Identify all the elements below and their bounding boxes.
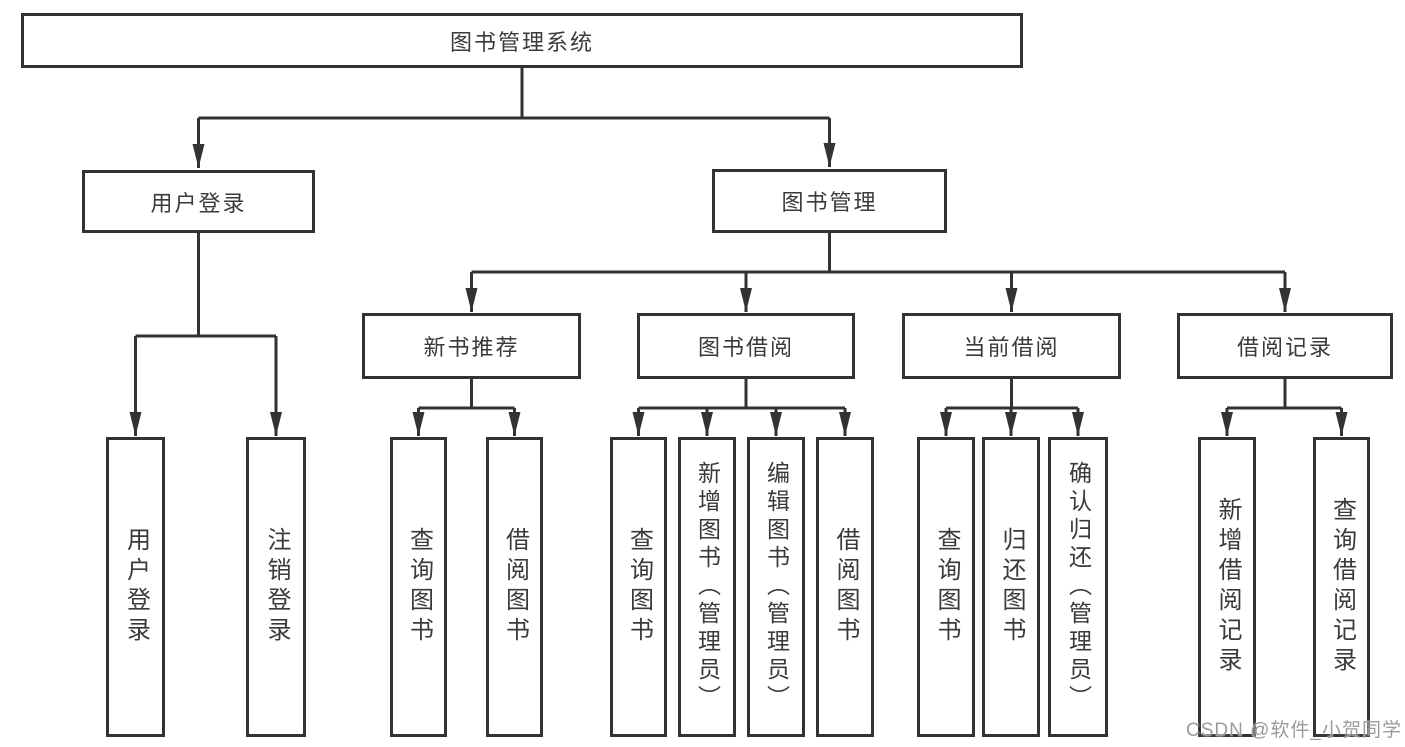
leaf-query-books-current: 查询图书 [917, 437, 975, 737]
node-current-borrow: 当前借阅 [902, 313, 1121, 379]
leaf-edit-books-admin: 编辑图书（管理员） [747, 437, 805, 737]
leaf-borrow-books-recommend: 借阅图书 [486, 437, 543, 737]
leaf-query-books-borrow: 查询图书 [610, 437, 667, 737]
leaf-confirm-return-admin: 确认归还（管理员） [1048, 437, 1108, 737]
node-library-system: 图书管理系统 [21, 13, 1023, 68]
leaf-borrow-books: 借阅图书 [816, 437, 874, 737]
node-book-management: 图书管理 [712, 169, 947, 233]
leaf-query-books-recommend: 查询图书 [390, 437, 447, 737]
csdn-watermark: CSDN @软件_小贺同学 [1186, 720, 1402, 741]
node-new-book-recommend: 新书推荐 [362, 313, 581, 379]
leaf-add-borrow-record: 新增借阅记录 [1198, 437, 1256, 737]
leaf-return-books: 归还图书 [982, 437, 1040, 737]
leaf-logout: 注销登录 [246, 437, 306, 737]
node-user-login: 用户登录 [82, 170, 315, 233]
leaf-query-borrow-record: 查询借阅记录 [1313, 437, 1370, 737]
node-borrow-record: 借阅记录 [1177, 313, 1393, 379]
node-book-borrow: 图书借阅 [637, 313, 855, 379]
leaf-user-login: 用户登录 [106, 437, 165, 737]
leaf-add-books-admin: 新增图书（管理员） [678, 437, 736, 737]
